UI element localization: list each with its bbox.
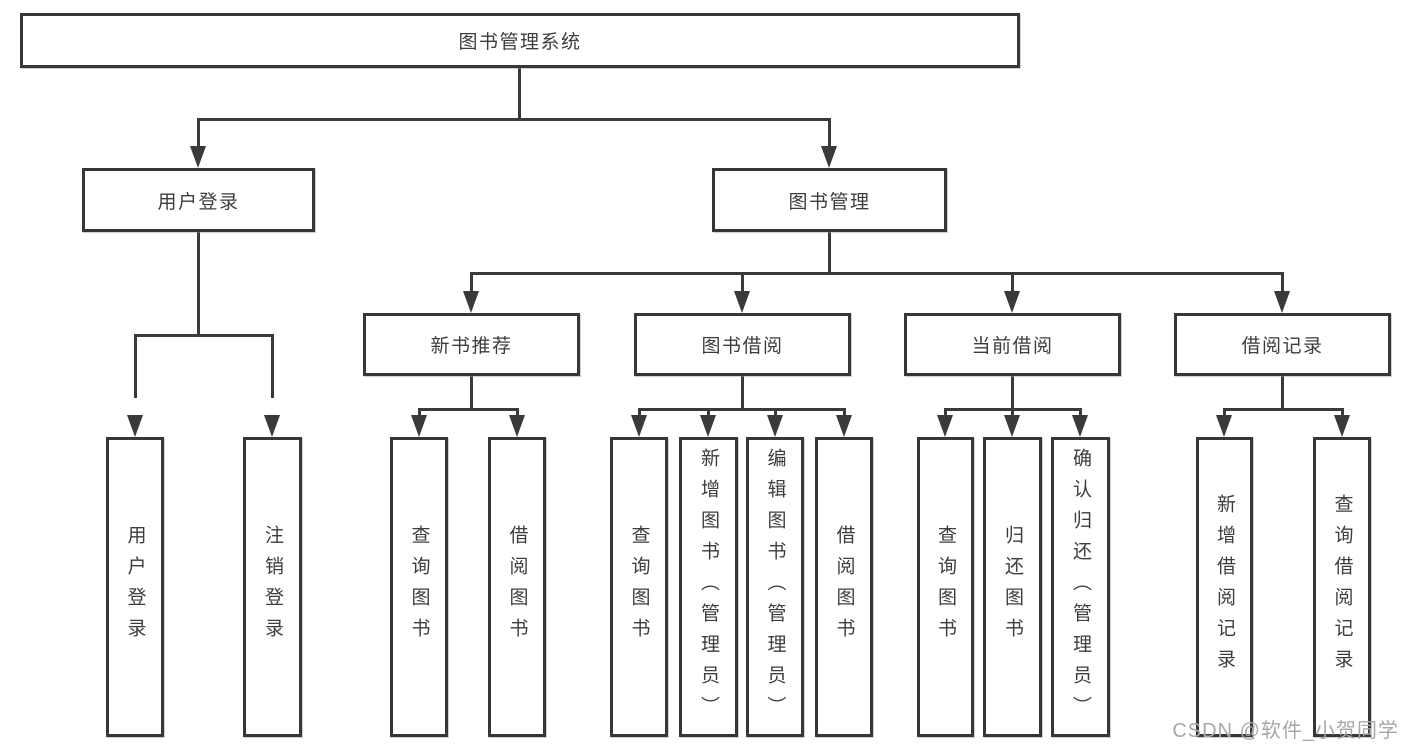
connector-level2-stem-3 <box>1011 272 1014 294</box>
connector-userlogin-stem <box>197 230 200 336</box>
arrow-down-icon <box>821 146 837 168</box>
node-borrow-records-label: 借阅记录 <box>1241 336 1324 357</box>
leaf-user-login: 用户登录 <box>106 437 164 737</box>
node-book-borrow: 图书借阅 <box>634 313 851 376</box>
arrow-down-icon <box>1334 415 1350 437</box>
connector-g4-stem-2 <box>1011 408 1014 418</box>
connector-level1-stem-left <box>197 118 200 150</box>
connector-currentborrow-stem <box>1011 374 1014 410</box>
leaf-currentborrow-confirm: 确认归还（管理员） <box>1051 437 1110 737</box>
connector-g2-stem-1 <box>418 408 421 418</box>
connector-g4-stem-1 <box>944 408 947 418</box>
connector-root-stem <box>518 66 521 120</box>
node-new-book-recommend-label: 新书推荐 <box>430 336 513 357</box>
node-library-system: 图书管理系统 <box>20 13 1020 68</box>
connector-g3-stem-3 <box>774 408 777 418</box>
arrow-down-icon <box>767 415 783 437</box>
arrow-down-icon <box>937 415 953 437</box>
leaf-currentborrow-query-label: 查询图书 <box>935 525 956 649</box>
arrow-down-icon <box>1072 415 1088 437</box>
arrow-down-icon <box>836 415 852 437</box>
arrow-down-icon <box>1274 291 1290 313</box>
connector-level1-bar <box>197 118 831 121</box>
arrow-down-icon <box>509 415 525 437</box>
connector-newbooks-stem <box>470 374 473 410</box>
connector-level1-stem-right <box>828 118 831 150</box>
node-book-management: 图书管理 <box>712 168 947 232</box>
arrow-down-icon <box>1216 415 1232 437</box>
leaf-bookborrow-add-label: 新增图书（管理员） <box>698 447 719 727</box>
leaf-newbooks-query-label: 查询图书 <box>408 525 430 649</box>
arrow-down-icon <box>463 291 479 313</box>
leaf-newbooks-query: 查询图书 <box>390 437 448 737</box>
leaf-records-query-label: 查询借阅记录 <box>1331 494 1353 680</box>
connector-bookmgmt-stem <box>828 230 831 274</box>
connector-group3-bar <box>638 408 845 411</box>
leaf-bookborrow-query: 查询图书 <box>610 437 668 737</box>
leaf-bookborrow-borrow-label: 借阅图书 <box>833 525 855 649</box>
leaf-bookborrow-query-label: 查询图书 <box>628 525 650 649</box>
node-borrow-records: 借阅记录 <box>1174 313 1391 376</box>
leaf-logout: 注销登录 <box>243 437 302 737</box>
connector-borrowrecords-stem <box>1281 374 1284 410</box>
connector-group1-stem-2 <box>271 334 274 398</box>
connector-level2-bar <box>471 272 1283 275</box>
arrow-down-icon <box>411 415 427 437</box>
leaf-user-login-label: 用户登录 <box>124 525 146 649</box>
connector-group5-bar <box>1223 408 1343 411</box>
leaf-currentborrow-return-label: 归还图书 <box>1002 525 1023 649</box>
arrow-down-icon <box>127 415 143 437</box>
connector-group1-bar <box>134 334 274 337</box>
node-current-borrow: 当前借阅 <box>904 313 1121 376</box>
csdn-watermark: CSDN @软件_小贺同学 <box>1172 720 1399 742</box>
leaf-records-add-label: 新增借阅记录 <box>1214 494 1235 680</box>
node-book-borrow-label: 图书借阅 <box>701 336 784 357</box>
arrow-down-icon <box>734 291 750 313</box>
node-user-login-label: 用户登录 <box>157 191 240 213</box>
node-book-management-label: 图书管理 <box>788 191 871 213</box>
leaf-newbooks-borrow: 借阅图书 <box>488 437 546 737</box>
node-user-login: 用户登录 <box>82 168 315 232</box>
leaf-bookborrow-edit-label: 编辑图书（管理员） <box>764 447 786 727</box>
connector-g4-stem-3 <box>1079 408 1082 418</box>
leaf-bookborrow-edit: 编辑图书（管理员） <box>746 437 804 737</box>
arrow-down-icon <box>700 415 716 437</box>
connector-bookborrow-stem <box>741 374 744 410</box>
connector-g5-stem-1 <box>1223 408 1226 418</box>
connector-g2-stem-2 <box>516 408 519 418</box>
leaf-logout-label: 注销登录 <box>262 525 283 649</box>
connector-g3-stem-2 <box>707 408 710 418</box>
leaf-currentborrow-return: 归还图书 <box>983 437 1042 737</box>
leaf-records-query: 查询借阅记录 <box>1313 437 1371 737</box>
connector-g3-stem-4 <box>843 408 846 418</box>
connector-g3-stem-1 <box>638 408 641 418</box>
leaf-bookborrow-borrow: 借阅图书 <box>815 437 873 737</box>
arrow-down-icon <box>1004 415 1020 437</box>
arrow-down-icon <box>264 415 280 437</box>
connector-g5-stem-2 <box>1341 408 1344 418</box>
node-current-borrow-label: 当前借阅 <box>971 336 1054 357</box>
leaf-currentborrow-query: 查询图书 <box>917 437 974 737</box>
connector-group2-bar <box>418 408 518 411</box>
leaf-newbooks-borrow-label: 借阅图书 <box>506 525 528 649</box>
node-library-system-label: 图书管理系统 <box>458 32 582 53</box>
leaf-currentborrow-confirm-label: 确认归还（管理员） <box>1070 447 1091 727</box>
arrow-down-icon <box>1004 291 1020 313</box>
connector-level2-stem-4 <box>1281 272 1284 294</box>
connector-level2-stem-2 <box>741 272 744 294</box>
leaf-records-add: 新增借阅记录 <box>1196 437 1253 737</box>
node-new-book-recommend: 新书推荐 <box>363 313 580 376</box>
leaf-bookborrow-add: 新增图书（管理员） <box>679 437 738 737</box>
connector-level2-stem-1 <box>470 272 473 294</box>
connector-group1-stem-1 <box>134 334 137 398</box>
arrow-down-icon <box>631 415 647 437</box>
arrow-down-icon <box>190 146 206 168</box>
